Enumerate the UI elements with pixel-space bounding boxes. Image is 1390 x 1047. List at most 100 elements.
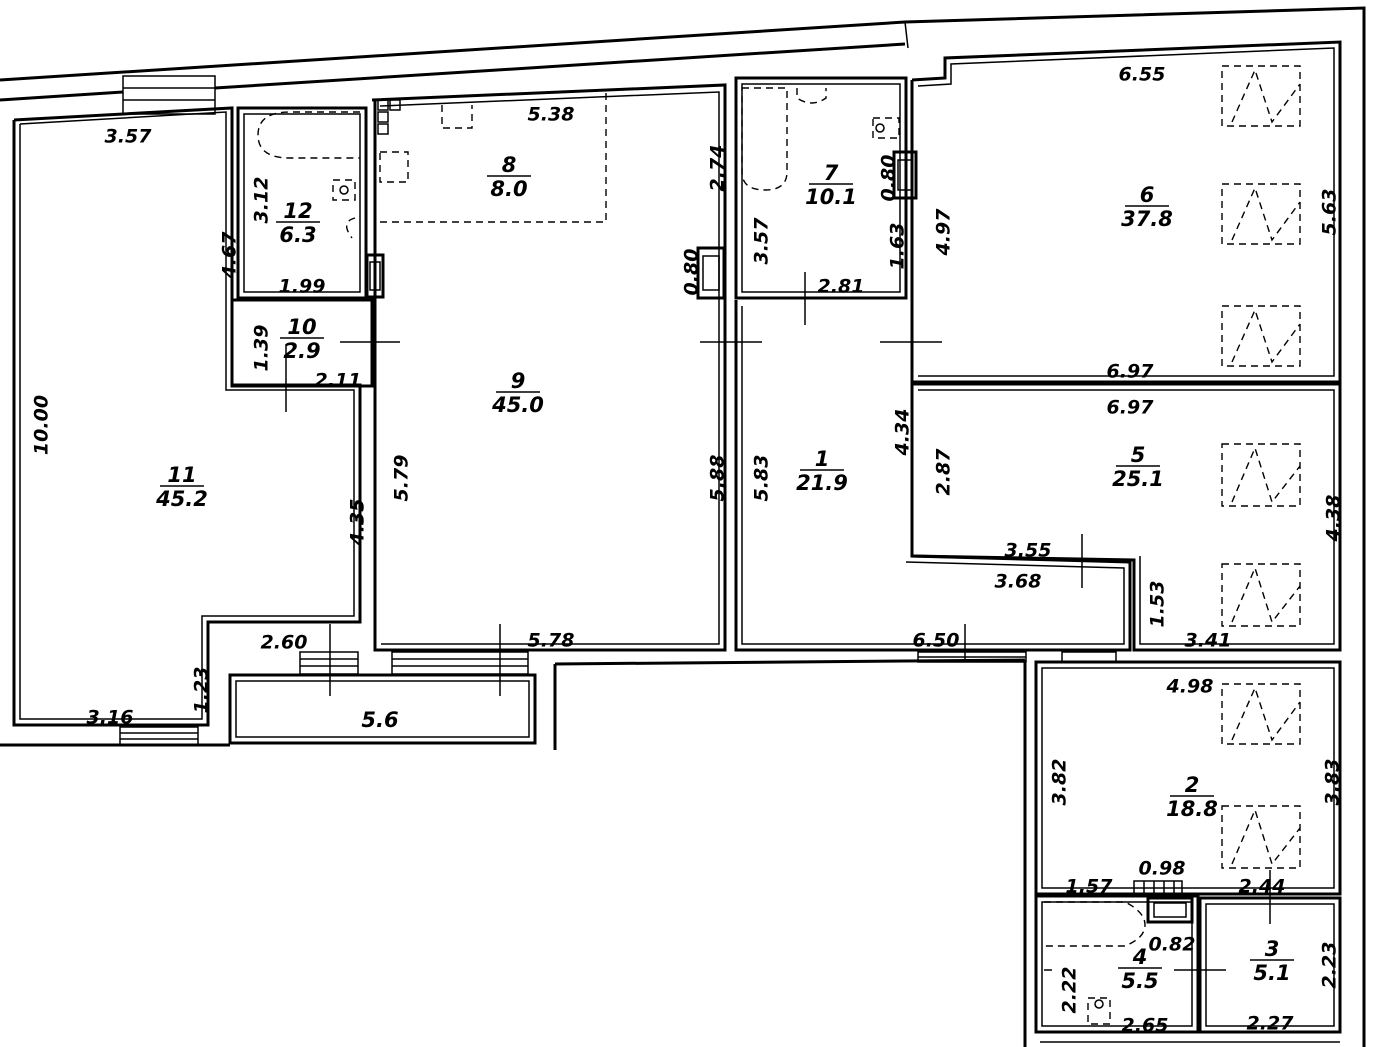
room-9-walls	[371, 83, 727, 652]
toilet-icon	[346, 217, 356, 239]
dimension-label: 0.98	[1139, 858, 1186, 880]
dimension-label: 1.63	[887, 223, 909, 270]
room-6-walls	[910, 40, 1342, 384]
room-label: 218.8	[1166, 773, 1218, 821]
dimension-label: 5.38	[528, 104, 575, 126]
dimension-label: 3.82	[1049, 759, 1071, 806]
dimension-label: 6.97	[1107, 361, 1155, 383]
bathtub-icon	[257, 111, 360, 159]
room-number: 1	[815, 447, 830, 471]
door-marks	[285, 272, 1271, 971]
dimension-label: 1.53	[1147, 581, 1169, 628]
dimension-label: 6.97	[1107, 397, 1155, 419]
vent-shaft	[1146, 896, 1194, 924]
room-5-walls	[910, 382, 1342, 652]
room-area: 21.9	[796, 471, 848, 495]
dimension-label: 1.23	[191, 667, 213, 714]
room-label: 88.0	[487, 153, 531, 201]
room-area: 45.0	[491, 393, 544, 417]
room-label: 102.9	[280, 315, 324, 363]
room-number: 11	[167, 463, 196, 487]
room-label: 126.3	[276, 199, 320, 247]
room-area: 10.1	[805, 185, 857, 209]
room-number: 12	[283, 199, 312, 223]
room-area: 8.0	[490, 177, 527, 201]
dimension-label: 5.88	[707, 455, 729, 502]
dimension-label: 3.68	[995, 571, 1042, 593]
bed-icon	[1221, 805, 1301, 869]
dimension-label: 4.98	[1166, 676, 1214, 698]
room-label: 121.9	[796, 447, 848, 495]
dimension-label: 5.83	[751, 455, 773, 502]
dimension-label: 1.99	[279, 276, 326, 298]
dimension-label: 2.23	[1319, 942, 1341, 989]
room-label: 945.0	[491, 369, 544, 417]
room-area: 6.3	[279, 223, 316, 247]
sink-icon	[796, 88, 900, 139]
vent-shafts	[365, 150, 1194, 924]
dimension-label: 5.63	[1319, 189, 1341, 236]
window	[1133, 880, 1183, 896]
dimension-label: 3.12	[251, 177, 273, 224]
dimension-label: 4.67	[219, 231, 241, 280]
dimension-label: 3.57	[105, 126, 153, 148]
dimension-label: 4.35	[347, 499, 369, 547]
dimension-label: 4.34	[892, 409, 914, 457]
bed-icon	[1221, 443, 1301, 507]
dimension-label: 6.55	[1119, 64, 1166, 86]
dimension-label: 1.39	[251, 325, 273, 372]
room-12-walls	[236, 106, 368, 300]
kitchen-zone-8	[377, 90, 607, 223]
dimension-label: 2.22	[1059, 967, 1081, 1014]
vent-shaft	[696, 246, 726, 300]
room-area: 37.8	[1121, 207, 1173, 231]
dimension-label: 3.57	[751, 217, 773, 265]
room-area: 5.1	[1253, 961, 1290, 985]
room-area: 18.8	[1166, 797, 1218, 821]
bed-icon	[1221, 305, 1301, 367]
bathtub-icon	[1044, 901, 1146, 947]
bathtub-icon	[741, 87, 788, 191]
toilet-icon	[1087, 997, 1111, 1025]
dimension-label: 2.65	[1122, 1015, 1169, 1037]
dimension-label: 0.80	[681, 249, 703, 296]
window	[917, 651, 1027, 663]
room-area: 5.5	[1121, 969, 1158, 993]
balcony-area: 5.6	[361, 708, 398, 732]
room-label: 637.8	[1121, 183, 1173, 231]
window	[119, 726, 199, 746]
room-label: 525.1	[1112, 443, 1164, 491]
dimension-label: 3.16	[87, 707, 134, 729]
dimension-label: 1.57	[1066, 876, 1114, 898]
dimension-label: 2.11	[315, 370, 362, 392]
vent-shaft	[365, 253, 385, 299]
sink-icon	[332, 179, 356, 201]
bed-icon	[1221, 183, 1301, 245]
bed-icon	[1221, 65, 1301, 127]
dimension-label: 2.81	[818, 276, 865, 298]
room-label: 45.5	[1118, 945, 1162, 993]
dimension-label: 5.78	[528, 630, 575, 652]
window	[299, 651, 359, 675]
room-7-walls	[734, 76, 908, 300]
balcony	[228, 673, 537, 745]
room-label: 710.1	[805, 161, 857, 209]
room-number: 2	[1185, 773, 1200, 797]
room-10-walls	[230, 298, 374, 388]
bed-symbols	[1221, 65, 1301, 869]
room-number: 6	[1140, 183, 1155, 207]
room-number: 3	[1265, 937, 1280, 961]
room-11-walls	[12, 106, 362, 727]
dimension-label: 0.80	[878, 155, 900, 202]
window	[391, 651, 529, 675]
dimension-label: 10.00	[31, 395, 53, 455]
room-area: 25.1	[1112, 467, 1164, 491]
dimension-label: 2.74	[707, 145, 729, 192]
room-number: 10	[287, 315, 316, 339]
dimension-label: 3.55	[1005, 540, 1052, 562]
bed-icon	[1221, 563, 1301, 627]
room-2-walls	[1034, 660, 1342, 896]
dimension-label: 3.41	[1185, 630, 1232, 652]
